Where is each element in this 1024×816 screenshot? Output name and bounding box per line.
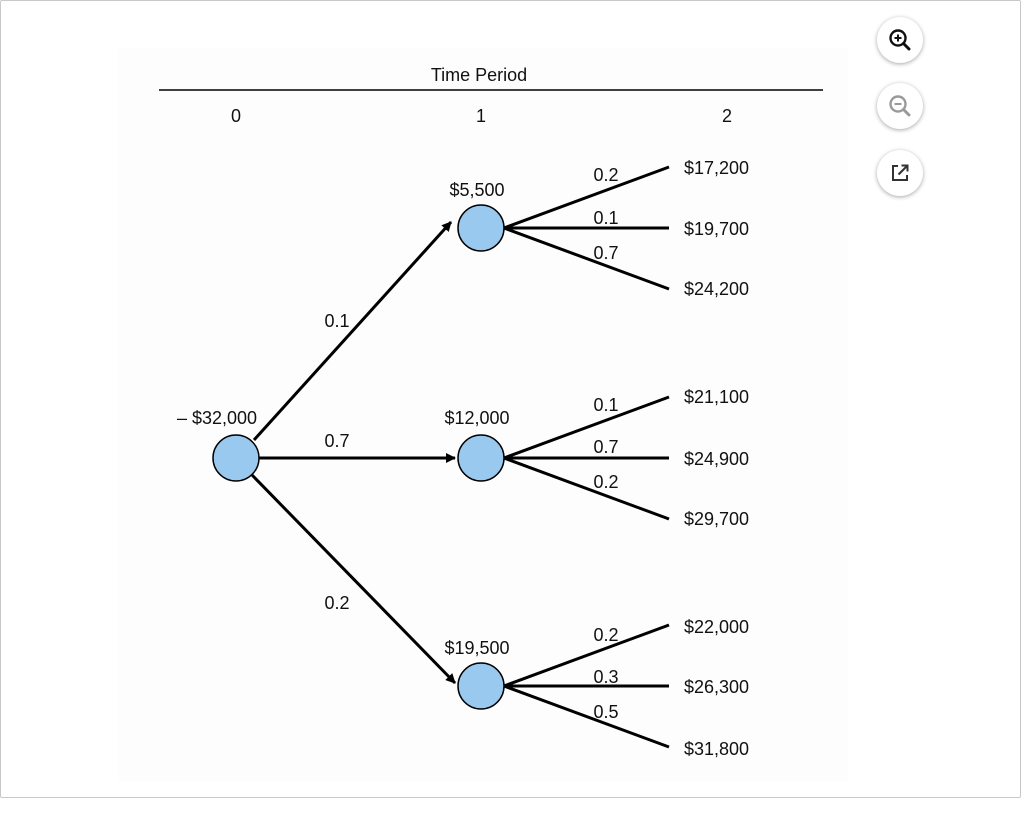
outcome-2-3-value: $29,700 — [684, 509, 749, 529]
period-label-0: 0 — [231, 106, 241, 126]
zoom-in-button[interactable] — [877, 17, 923, 63]
outcome-line-1-3 — [503, 226, 670, 291]
outcome-2-2-probability: 0.7 — [593, 437, 618, 457]
outcome-line-1-1 — [503, 165, 670, 230]
outcome-1-1-value: $17,200 — [684, 158, 749, 178]
outcome-line-2-3 — [503, 456, 670, 521]
stage-two-branches — [503, 165, 670, 749]
outcome-line-2-1 — [503, 395, 670, 460]
outcome-1-2-probability: 0.1 — [593, 208, 618, 228]
root-value: – $32,000 — [177, 408, 257, 428]
outcome-3-2-probability: 0.3 — [593, 667, 618, 687]
outcome-1-1-probability: 0.2 — [593, 165, 618, 185]
external-link-icon — [892, 164, 909, 181]
outcome-1-2-value: $19,700 — [684, 219, 749, 239]
diagram-canvas — [118, 48, 848, 782]
branch-1-probability: 0.1 — [324, 311, 349, 331]
outcome-2-1-value: $21,100 — [684, 387, 749, 407]
outcome-3-3-value: $31,800 — [684, 739, 749, 759]
period-label-2: 2 — [722, 106, 732, 126]
node-3 — [457, 662, 505, 710]
outcome-3-1-value: $22,000 — [684, 617, 749, 637]
zoom-out-button[interactable] — [877, 83, 923, 129]
outcome-line-3-1 — [503, 623, 670, 688]
outcome-2-3-probability: 0.2 — [593, 472, 618, 492]
branch-line-3 — [250, 473, 457, 685]
node-2-value: $12,000 — [444, 408, 509, 428]
branch-2-probability: 0.7 — [324, 431, 349, 451]
outcome-3-3-probability: 0.5 — [593, 702, 618, 722]
zoom-in-icon — [889, 29, 911, 51]
outcome-line-3-3 — [503, 684, 670, 749]
period-label-1: 1 — [476, 106, 486, 126]
branch-line-1 — [252, 220, 453, 442]
node-2 — [457, 434, 505, 482]
outcome-2-1-probability: 0.1 — [593, 395, 618, 415]
root-node — [212, 434, 260, 482]
node-1 — [457, 204, 505, 252]
node-3-value: $19,500 — [444, 638, 509, 658]
zoom-out-icon — [889, 95, 911, 117]
branch-3-probability: 0.2 — [324, 593, 349, 613]
stage-one-branches — [250, 220, 457, 685]
outcome-1-3-value: $24,200 — [684, 279, 749, 299]
outcome-3-2-value: $26,300 — [684, 677, 749, 697]
node-1-value: $5,500 — [449, 180, 504, 200]
time-period-header: Time Period — [431, 65, 527, 85]
outcome-3-1-probability: 0.2 — [593, 625, 618, 645]
outcome-2-2-value: $24,900 — [684, 449, 749, 469]
outcome-1-3-probability: 0.7 — [593, 243, 618, 263]
open-external-button[interactable] — [877, 150, 923, 196]
